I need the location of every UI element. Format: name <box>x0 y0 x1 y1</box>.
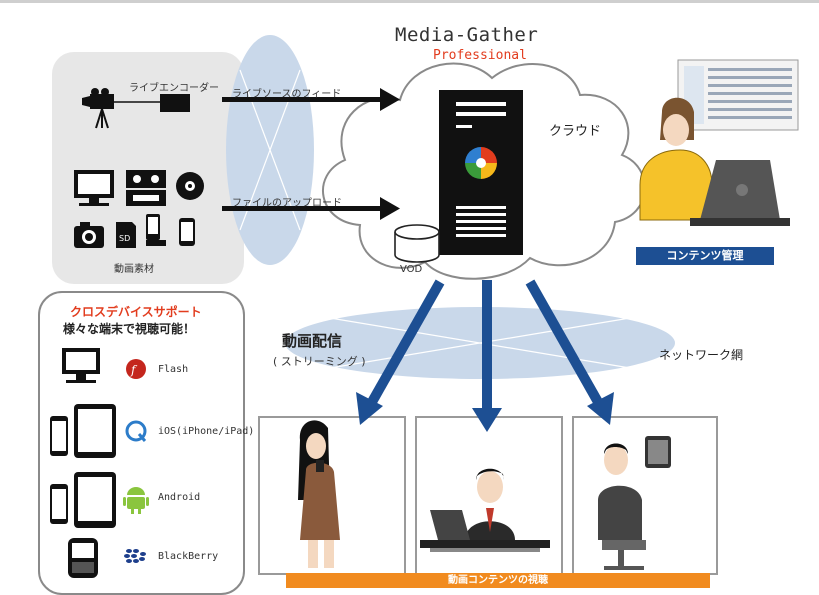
top-border <box>0 0 819 3</box>
viewer-woman-phone-icon <box>298 420 340 568</box>
monitor-icon <box>74 170 114 206</box>
sd-card-icon: SD <box>116 222 136 248</box>
viewer-man-tablet-icon <box>598 436 671 570</box>
cloud-label: クラウド <box>549 124 602 139</box>
device-label-blackberry: BlackBerry <box>158 551 219 562</box>
live-feed-label: ライブソースのフィード <box>232 89 342 100</box>
live-feed-arrow <box>222 88 400 111</box>
content-viewing-bar: 動画コンテンツの視聴 <box>286 573 710 588</box>
smartphone-icon <box>179 218 195 246</box>
database-icon <box>394 224 440 263</box>
delivery-arrow-right <box>525 279 614 425</box>
file-upload-arrow <box>222 197 400 220</box>
delivery-subtitle: ( ストリーミング ) <box>273 355 366 368</box>
product-title: Media-Gather <box>395 24 539 46</box>
device-support-heading: クロスデバイスサポート <box>70 305 202 319</box>
phone-device-icon <box>146 214 166 246</box>
delivery-title: 動画配信 <box>282 332 343 350</box>
viewer-man-laptop-icon <box>420 468 550 552</box>
content-management-badge: コンテンツ管理 <box>636 247 774 265</box>
materials-label: 動画素材 <box>114 264 154 275</box>
photo-camera-icon <box>74 222 104 248</box>
vod-label: VOD <box>400 264 423 275</box>
network-ellipse-vertical <box>226 35 314 265</box>
product-edition: Professional <box>433 48 527 63</box>
device-support-subheading: 様々な端末で視聴可能！ <box>63 322 196 336</box>
server-icon <box>439 90 523 255</box>
svg-text:SD: SD <box>119 234 130 243</box>
device-label-ios: iOS(iPhone/iPad) <box>158 426 255 437</box>
network-label: ネットワーク網 <box>659 348 744 362</box>
video-camera-icon <box>82 88 160 129</box>
videotape-icon <box>126 170 166 206</box>
disc-icon <box>176 172 204 200</box>
device-label-android: Android <box>158 492 201 503</box>
delivery-arrow-left <box>356 279 445 425</box>
file-upload-label: ファイルのアップロード <box>232 198 342 209</box>
device-label-flash: Flash <box>158 364 189 375</box>
delivery-arrow-center <box>472 280 502 432</box>
live-encoder-label: ライブエンコーダー <box>129 83 219 94</box>
operator-woman-icon <box>639 59 799 226</box>
encoder-box-icon <box>160 94 190 112</box>
